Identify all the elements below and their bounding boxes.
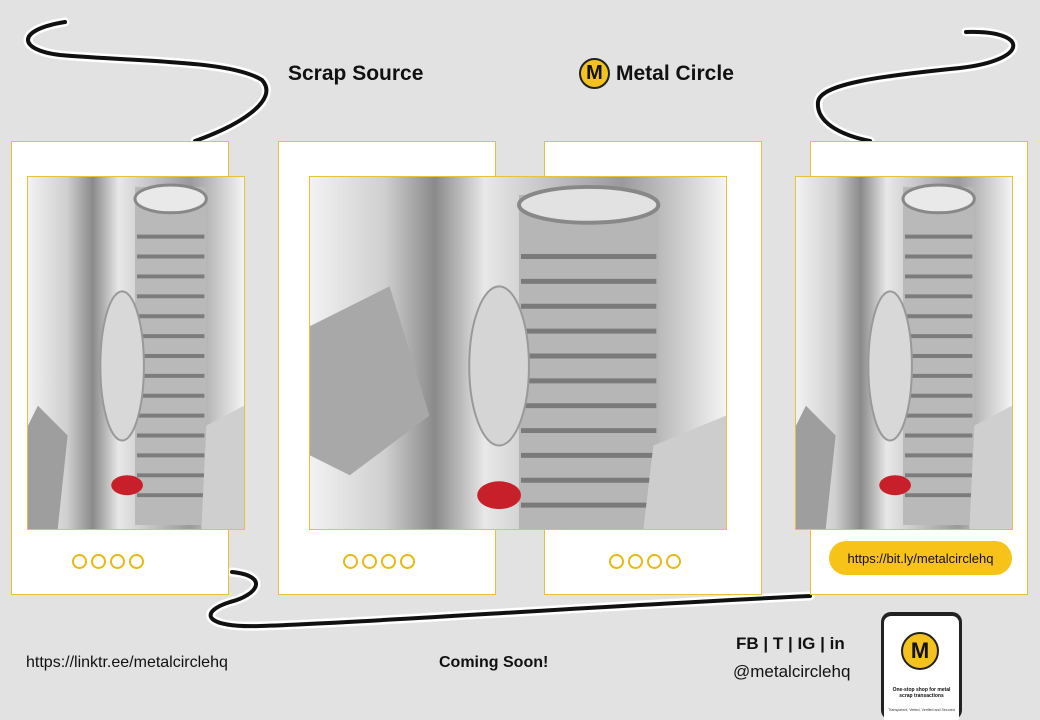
phone-tagline: One-stop shop for metal scrap transactio… xyxy=(892,687,951,699)
dot-indicator[interactable] xyxy=(647,554,662,569)
scrap-source-title: Scrap Source xyxy=(288,62,424,85)
dot-indicator[interactable] xyxy=(110,554,125,569)
dot-indicator[interactable] xyxy=(72,554,87,569)
linktree-link[interactable]: https://linktr.ee/metalcirclehq xyxy=(26,654,228,671)
scrap-metal-photo-2 xyxy=(309,176,727,530)
dot-indicator[interactable] xyxy=(91,554,106,569)
dot-indicator[interactable] xyxy=(381,554,396,569)
dot-indicator[interactable] xyxy=(362,554,377,569)
coming-soon-text: Coming Soon! xyxy=(439,654,549,671)
dot-indicator[interactable] xyxy=(129,554,144,569)
card-1-dots xyxy=(72,554,144,569)
dot-indicator[interactable] xyxy=(628,554,643,569)
card-3-dots xyxy=(609,554,681,569)
dot-indicator[interactable] xyxy=(609,554,624,569)
phone-screen: M One-stop shop for metal scrap transact… xyxy=(884,616,959,720)
dot-indicator[interactable] xyxy=(343,554,358,569)
dot-indicator[interactable] xyxy=(400,554,415,569)
bitly-link-button[interactable]: https://bit.ly/metalcirclehq xyxy=(829,541,1012,575)
dot-indicator[interactable] xyxy=(666,554,681,569)
phone-logo-icon: M xyxy=(901,632,939,670)
brand-header: M Metal Circle xyxy=(579,58,734,89)
social-links: FB | T | IG | in xyxy=(736,634,845,653)
metal-circle-logo-icon: M xyxy=(579,58,610,89)
phone-subline: Transparent, Vetted, Verified and Secure… xyxy=(888,708,955,712)
scrap-metal-photo-1 xyxy=(27,176,245,530)
scrap-metal-photo-3 xyxy=(795,176,1013,530)
social-handle: @metalcirclehq xyxy=(733,662,851,681)
brand-name: Metal Circle xyxy=(616,61,734,85)
card-2-dots xyxy=(343,554,415,569)
phone-mockup: M One-stop shop for metal scrap transact… xyxy=(881,612,962,720)
